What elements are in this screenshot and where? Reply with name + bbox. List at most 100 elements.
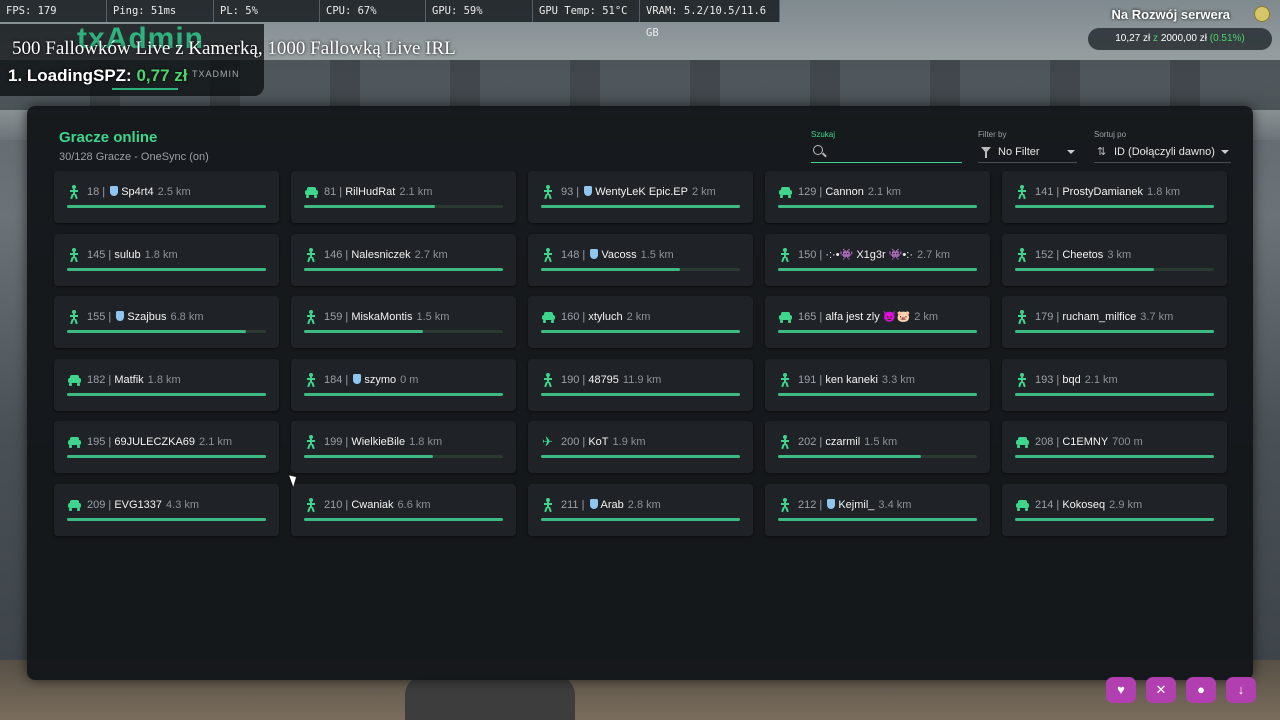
player-id: 129 | — [798, 186, 826, 198]
health-bar-fill — [304, 267, 503, 271]
search-input[interactable] — [829, 142, 963, 162]
car-icon — [68, 373, 81, 387]
health-bar — [778, 330, 977, 333]
drop-button[interactable]: ● — [1186, 677, 1216, 703]
tools-button[interactable]: ✕ — [1146, 677, 1176, 703]
walking-icon — [68, 247, 80, 262]
health-bar-fill — [67, 392, 266, 396]
player-id: 190 | — [561, 373, 589, 386]
health-bar — [1015, 517, 1214, 521]
player-distance: 1.9 km — [612, 436, 646, 448]
sort-select[interactable]: ⇅ ID (Dołączyli dawno) — [1094, 142, 1231, 163]
search-field[interactable] — [811, 142, 963, 163]
player-card[interactable]: 212 | Kejmil_3.4 km — [765, 483, 990, 536]
player-name: Cheetos — [1062, 248, 1104, 261]
player-name: ProstyDamianek — [1062, 186, 1144, 198]
goal-percent: (0.51%) — [1209, 33, 1245, 44]
health-bar-fill — [304, 205, 436, 208]
walking-icon — [1016, 372, 1028, 387]
health-bar-fill — [304, 392, 503, 396]
health-bar — [778, 205, 977, 208]
player-id: 200 | — [561, 436, 589, 448]
health-bar — [67, 267, 266, 271]
player-card[interactable]: 165 | alfa jest zly 👿🐷2 km — [765, 296, 990, 348]
health-bar — [778, 455, 977, 458]
health-bar-fill — [778, 392, 977, 396]
heart-button[interactable]: ♥ — [1106, 677, 1136, 703]
download-button[interactable]: ↓ — [1226, 677, 1256, 703]
drop-icon: ● — [1197, 682, 1205, 697]
player-card[interactable]: 150 | ·:·•👾 X1g3r 👾•:·2.7 km — [765, 233, 990, 286]
health-bar — [541, 267, 740, 271]
player-name: EVG1337 — [114, 498, 163, 511]
player-id: 141 | — [1035, 186, 1063, 198]
player-name: Kejmil_ — [838, 498, 875, 511]
perf-cpu: CPU: 67% — [320, 0, 426, 22]
coin-icon — [1254, 6, 1270, 22]
health-bar — [304, 455, 503, 458]
health-bar-fill — [541, 455, 740, 458]
player-name: MiskaMontis — [351, 311, 413, 323]
shield-icon — [590, 248, 599, 259]
player-id: 18 | — [87, 186, 109, 198]
filter-select[interactable]: No Filter — [978, 142, 1077, 163]
stream-headline: 500 Fallowków Live z Kamerką, 1000 Fallo… — [12, 38, 456, 59]
car-icon — [305, 185, 318, 199]
health-bar-fill — [778, 455, 922, 458]
car-icon — [1016, 498, 1029, 512]
search-icon — [813, 145, 823, 155]
filter-icon — [981, 147, 991, 158]
player-name: 69JULECZKA69 — [114, 436, 196, 448]
perf-pl: PL: 5% — [214, 0, 320, 22]
health-bar — [1015, 455, 1214, 458]
health-bar-fill — [778, 205, 977, 208]
walking-icon — [779, 372, 791, 387]
player-id: 165 | — [798, 311, 826, 323]
txadmin-tag: TXADMIN — [192, 69, 240, 79]
walking-icon — [779, 247, 791, 262]
donor-amount: 0,77 zł — [136, 66, 188, 85]
player-distance: 1.5 km — [416, 311, 450, 323]
player-name: Nalesniczek — [351, 248, 411, 261]
panel-subtitle: 30/128 Gracze - OneSync (on) — [59, 151, 209, 163]
health-bar — [304, 205, 503, 208]
walking-icon — [542, 372, 554, 387]
player-name: bqd — [1062, 373, 1081, 386]
health-bar — [541, 330, 740, 333]
health-bar — [541, 517, 740, 521]
walking-icon — [1016, 247, 1028, 262]
